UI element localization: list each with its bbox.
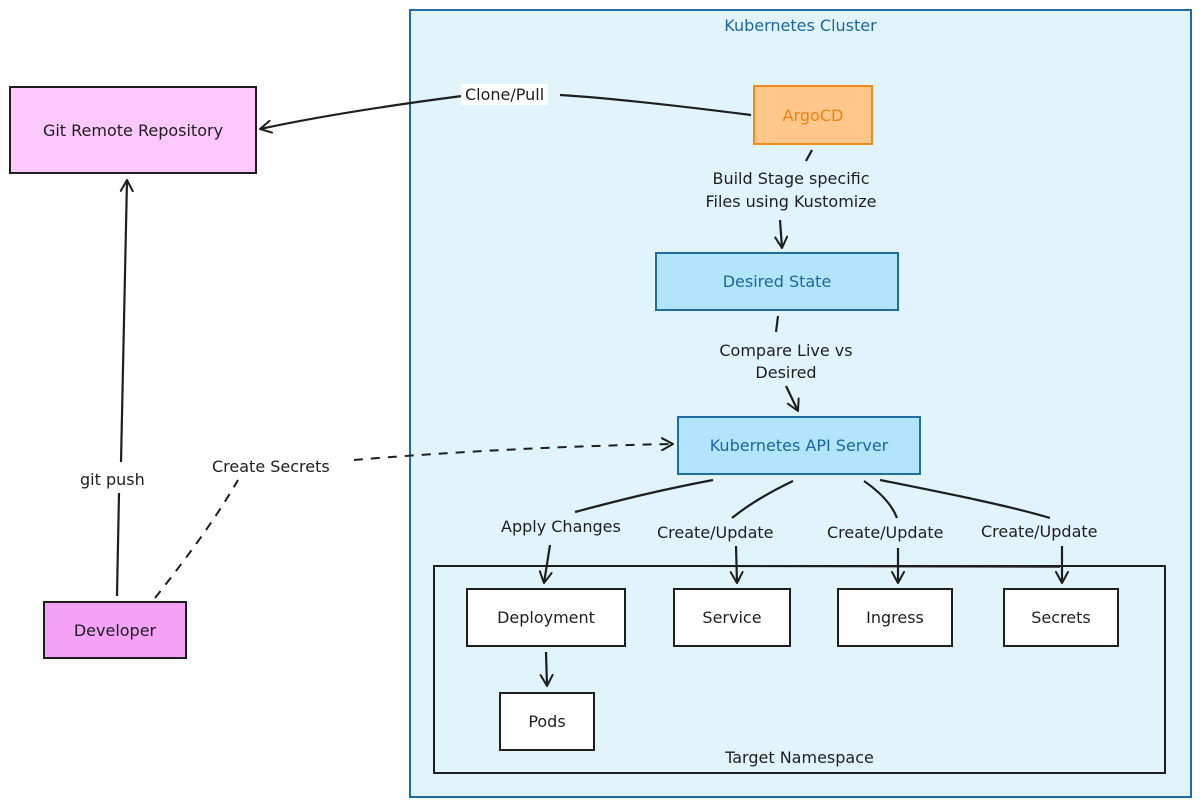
cluster-title: Kubernetes Cluster — [724, 16, 877, 35]
desired-state-node[interactable]: Desired State — [655, 252, 899, 311]
edge-label-build-line2: Files using Kustomize — [678, 191, 904, 212]
ingress-node-label: Ingress — [866, 608, 924, 627]
edge-build-top — [805, 149, 813, 162]
pods-node[interactable]: Pods — [499, 692, 595, 751]
service-node[interactable]: Service — [673, 588, 791, 647]
namespace-title: Target Namespace — [725, 748, 874, 767]
edge-label-create-update-secrets: Create/Update — [978, 521, 1101, 542]
edge-build-bottom — [774, 219, 789, 249]
service-node-label: Service — [702, 608, 762, 627]
git-remote-repository-node[interactable]: Git Remote Repository — [9, 86, 257, 174]
edge-label-build-line1: Build Stage specific — [678, 168, 904, 189]
api-server-node-label: Kubernetes API Server — [709, 436, 889, 455]
edge-clone-pull-to-git — [259, 94, 463, 134]
ingress-node[interactable]: Ingress — [837, 588, 953, 647]
kubernetes-api-server-node[interactable]: Kubernetes API Server — [677, 416, 921, 475]
developer-node-label: Developer — [73, 620, 157, 640]
edge-label-create-update-ingress: Create/Update — [824, 522, 947, 543]
secrets-node-label: Secrets — [1031, 608, 1091, 627]
edge-secrets-top — [879, 478, 1051, 520]
argocd-node[interactable]: ArgoCD — [753, 85, 873, 145]
pods-node-label: Pods — [528, 712, 566, 731]
edge-compare-top — [774, 315, 780, 333]
deployment-node-label: Deployment — [497, 608, 595, 627]
edge-service-bottom — [729, 545, 744, 584]
edge-service-top — [731, 480, 794, 519]
edge-compare-bottom — [785, 385, 800, 412]
edge-label-create-update-service: Create/Update — [654, 522, 777, 543]
namespace-top-accent — [539, 565, 1061, 568]
desired-state-node-label: Desired State — [722, 272, 832, 291]
developer-node[interactable]: Developer — [43, 601, 187, 659]
edge-label-apply-changes: Apply Changes — [498, 516, 624, 537]
edge-apply-top — [574, 478, 714, 514]
edge-label-create-secrets: Create Secrets — [208, 456, 334, 477]
secrets-node[interactable]: Secrets — [1003, 588, 1119, 647]
deployment-node[interactable]: Deployment — [466, 588, 626, 647]
edge-clone-pull — [559, 93, 752, 117]
edge-label-git-push: git push — [76, 469, 149, 490]
edge-apply-bottom — [538, 544, 553, 584]
edge-label-compare-line2: Desired — [688, 362, 884, 383]
edge-create-secrets — [154, 444, 673, 599]
edge-label-clone-pull: Clone/Pull — [461, 84, 549, 105]
edge-deploy-pods — [539, 651, 554, 687]
edge-git-push-bottom — [115, 492, 121, 597]
edge-label-compare-line1: Compare Live vs — [688, 340, 884, 361]
edge-ingress-top — [863, 480, 899, 519]
edge-git-push-top — [119, 179, 134, 463]
git-node-label: Git Remote Repository — [42, 120, 224, 140]
argocd-node-label: ArgoCD — [782, 105, 844, 125]
